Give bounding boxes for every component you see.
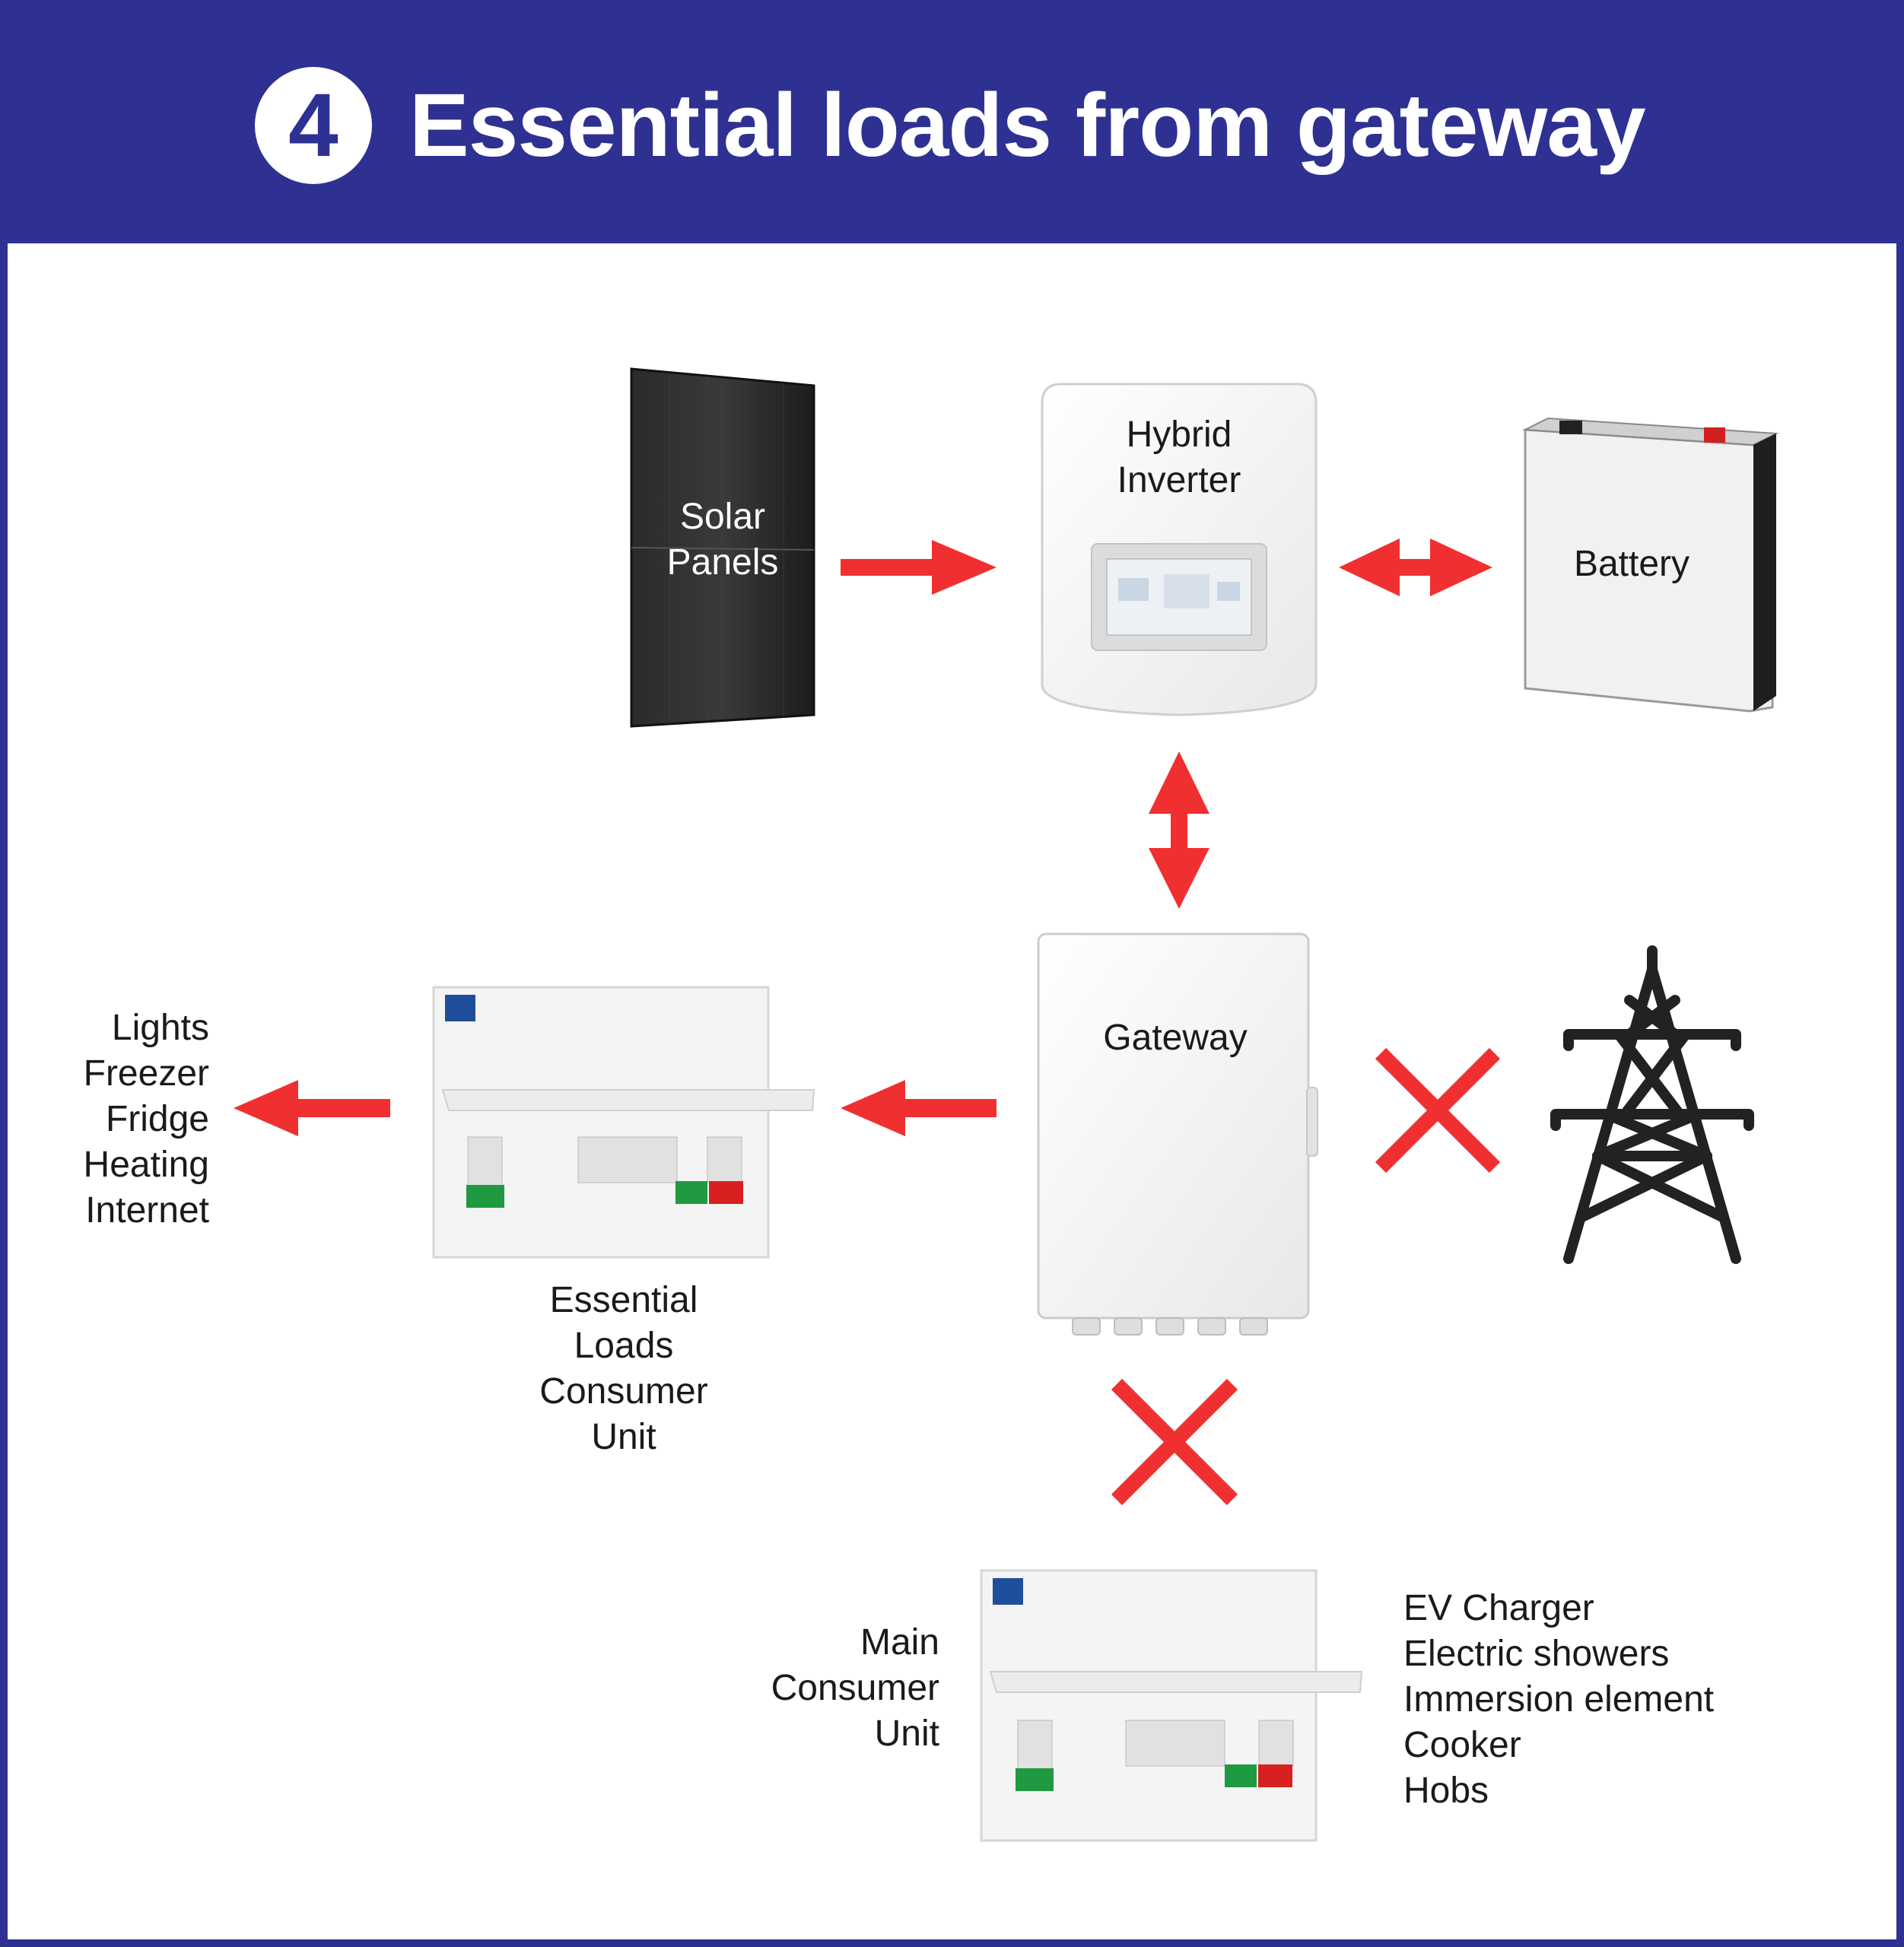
main-consumer-unit-image <box>980 1569 1363 1842</box>
hybrid-inverter-label: Hybrid Inverter <box>1065 412 1293 503</box>
gateway-label: Gateway <box>1103 1018 1248 1058</box>
essential-consumer-unit-label: Essential Loads Consumer Unit <box>487 1278 761 1460</box>
hybrid-inverter-image <box>1041 383 1318 716</box>
list-item: Internet <box>85 1190 209 1231</box>
essential-loads-list: Lights Freezer Fridge Heating Internet <box>30 1005 209 1234</box>
pylon-icon <box>1550 945 1754 1264</box>
battery-label: Battery <box>1573 544 1690 584</box>
essential-unit-label-line-4: Unit <box>591 1417 656 1457</box>
battery-image <box>1522 417 1779 713</box>
list-item: Heating <box>83 1145 209 1185</box>
inverter-label-line-1: Hybrid <box>1126 414 1232 455</box>
arrow-gateway-to-essential-unit <box>841 1080 997 1136</box>
main-unit-label-line-2: Consumer <box>771 1668 939 1708</box>
solar-label-line-1: Solar <box>679 497 766 537</box>
arrow-essential-unit-to-loads <box>234 1080 390 1136</box>
cross-main-unit-disconnected <box>1111 1378 1238 1506</box>
solar-panel-image <box>630 367 815 728</box>
essential-consumer-unit-image <box>432 986 815 1259</box>
solar-panels-label: Solar Panels <box>647 494 799 586</box>
arrow-inverter-battery <box>1339 538 1492 596</box>
list-item: Lights <box>111 1008 209 1048</box>
main-consumer-unit-label: Main Consumer Unit <box>669 1620 939 1757</box>
main-loads-list: EV Charger Electric showers Immersion el… <box>1403 1586 1829 1814</box>
inverter-label-line-2: Inverter <box>1117 460 1241 500</box>
header-banner: 4 Essential loads from gateway <box>0 0 1904 243</box>
list-item: Hobs <box>1403 1771 1489 1811</box>
main-unit-label-line-1: Main <box>860 1622 939 1663</box>
page-title: Essential loads from gateway <box>409 75 1646 176</box>
gateway-image <box>1037 932 1318 1336</box>
cross-grid-disconnected <box>1375 1047 1501 1174</box>
essential-unit-label-line-2: Loads <box>574 1326 674 1366</box>
essential-unit-label-line-1: Essential <box>549 1280 698 1320</box>
list-item: Cooker <box>1403 1725 1521 1765</box>
list-item: Fridge <box>105 1099 209 1139</box>
arrow-inverter-gateway <box>1149 751 1209 909</box>
step-number-badge: 4 <box>255 67 372 184</box>
main-unit-label-line-3: Unit <box>874 1714 939 1754</box>
list-item: Immersion element <box>1403 1679 1715 1720</box>
list-item: EV Charger <box>1403 1588 1594 1628</box>
list-item: Electric showers <box>1403 1634 1670 1674</box>
arrow-solar-to-inverter <box>841 540 997 595</box>
essential-unit-label-line-3: Consumer <box>539 1371 708 1412</box>
list-item: Freezer <box>83 1053 209 1094</box>
solar-label-line-2: Panels <box>666 542 779 583</box>
